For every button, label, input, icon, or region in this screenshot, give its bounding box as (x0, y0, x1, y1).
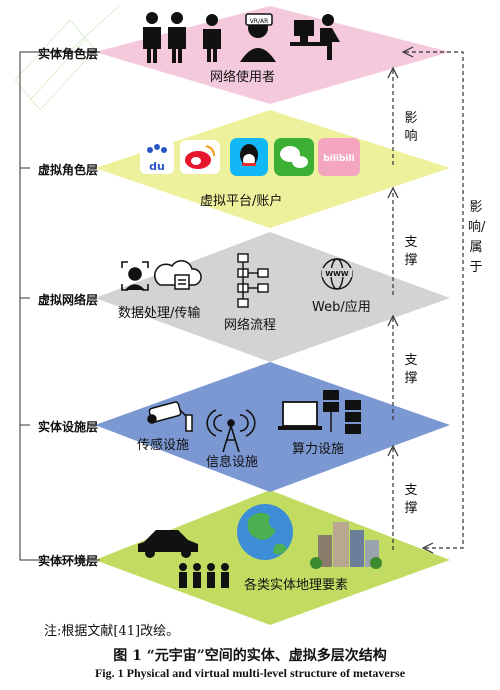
physical-environment-layer-label: 实体环境层 (38, 554, 99, 568)
vr-headset-user-icon: VR/AR (240, 13, 276, 62)
influence-belong-label: 影响/属于 (468, 200, 486, 275)
virtual-network-diamond (95, 232, 450, 362)
virtual-platform-caption: 虚拟平台/账户 (200, 194, 283, 209)
sensing-caption: 传感设施 (137, 438, 190, 453)
physical-facility-layer-label: 实体设施层 (38, 420, 99, 434)
city-buildings-icon (310, 522, 382, 569)
computer-server-icon (278, 390, 361, 434)
wechat-logo-icon (274, 138, 314, 176)
influence-label: 影响 (404, 111, 418, 144)
person-icon (203, 14, 221, 62)
support-label-2: 支撑 (404, 353, 418, 386)
support-label-3: 支撑 (404, 483, 418, 516)
computer-user-icon (290, 14, 340, 60)
svg-text:du: du (149, 160, 165, 173)
svg-text:bilibili: bilibili (323, 154, 354, 164)
flowchart-icon (237, 253, 269, 308)
person-icon (143, 12, 161, 63)
cloud-storage-icon (154, 260, 202, 290)
virtual-network-layer-label: 虚拟网络层 (38, 293, 99, 307)
figure-note: 注:根据文献[41]改绘。 (44, 624, 180, 639)
background-decoration (14, 4, 121, 111)
globe-earth-icon (237, 504, 293, 560)
face-recognition-icon (121, 261, 149, 291)
network-users-caption: 网络使用者 (210, 70, 276, 85)
figure-caption-cn: 图 1 “元宇宙”空间的实体、虚拟多层次结构 (113, 648, 387, 664)
qq-logo-icon (230, 138, 268, 176)
virtual-role-layer-label: 虚拟角色层 (38, 163, 99, 177)
information-caption: 信息设施 (206, 455, 259, 470)
baidu-logo-icon: du (140, 140, 174, 174)
computing-caption: 算力设施 (292, 442, 345, 457)
person-icon (168, 12, 186, 63)
figure-caption-en: Fig. 1 Physical and virtual multi-level … (94, 666, 406, 680)
virtual-role-diamond (95, 110, 450, 228)
support-label-1: 支撑 (404, 235, 418, 268)
left-bracket (19, 51, 100, 561)
surveillance-camera-icon (147, 401, 193, 432)
signal-tower-icon (206, 409, 256, 453)
network-flow-caption: 网络流程 (224, 318, 277, 333)
bilibili-logo-icon: bilibili (318, 138, 360, 176)
globe-www-icon: WWW (321, 258, 353, 290)
svg-text:VR/AR: VR/AR (250, 18, 269, 25)
web-app-caption: Web/应用 (312, 300, 371, 315)
weibo-logo-icon (180, 140, 220, 174)
dashed-arrows (387, 46, 464, 554)
geo-elements-caption: 各类实体地理要素 (244, 578, 349, 593)
car-icon (138, 530, 198, 558)
crowd-icon (179, 563, 229, 588)
svg-text:WWW: WWW (325, 270, 348, 278)
data-processing-caption: 数据处理/传输 (118, 306, 201, 321)
physical-role-layer-label: 实体角色层 (38, 47, 99, 61)
physical-facility-diamond (95, 362, 450, 492)
